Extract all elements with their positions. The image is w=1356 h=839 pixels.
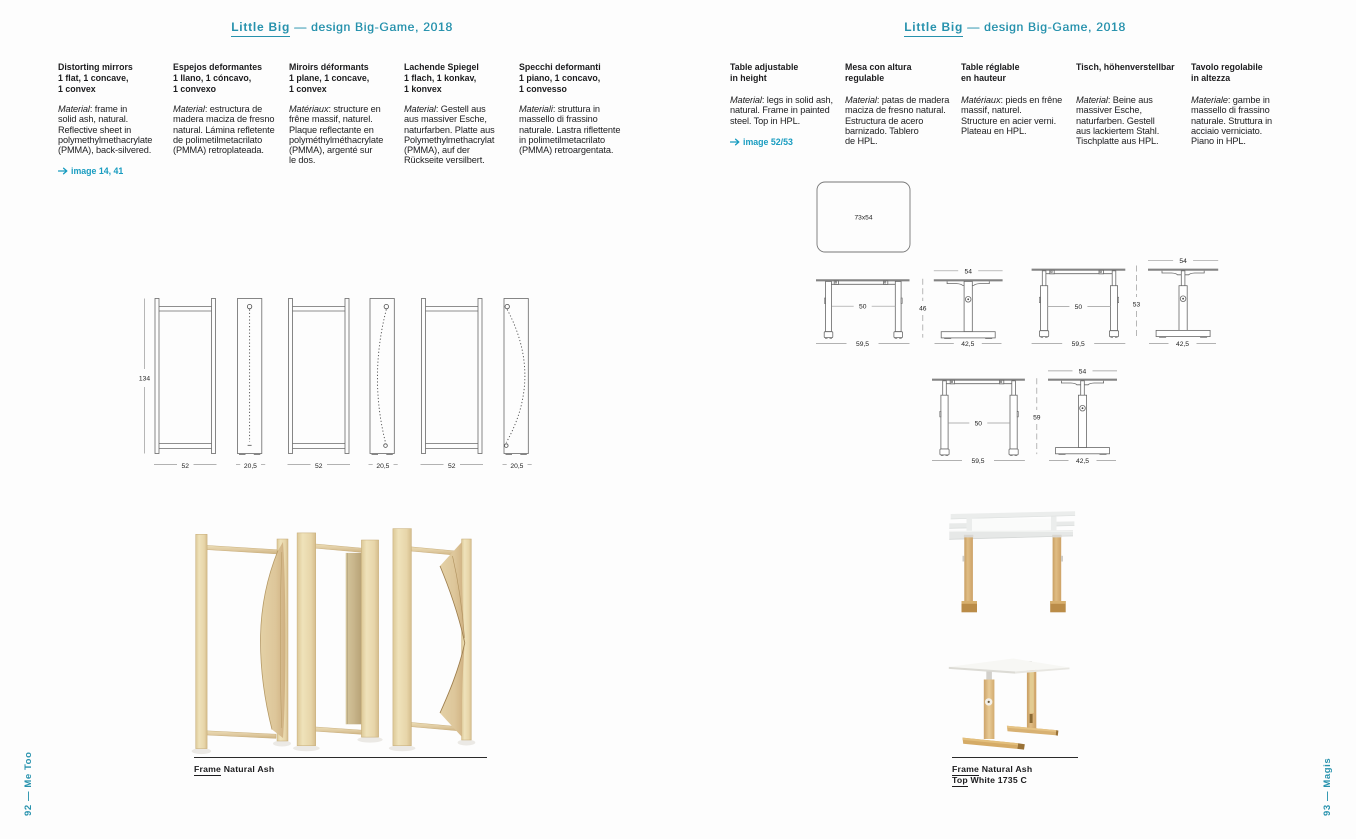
svg-text:50: 50 xyxy=(1075,304,1083,311)
svg-text:52: 52 xyxy=(315,463,323,470)
svg-text:20,5: 20,5 xyxy=(510,463,523,470)
svg-text:53: 53 xyxy=(1133,302,1141,309)
svg-text:20,5: 20,5 xyxy=(376,463,389,470)
svg-text:59,5: 59,5 xyxy=(1072,341,1085,348)
svg-text:59,5: 59,5 xyxy=(856,341,869,348)
svg-text:134: 134 xyxy=(139,376,150,383)
svg-text:52: 52 xyxy=(181,463,189,470)
svg-text:20,5: 20,5 xyxy=(244,463,257,470)
svg-text:50: 50 xyxy=(859,304,867,311)
svg-text:50: 50 xyxy=(975,421,983,428)
svg-text:52: 52 xyxy=(448,463,456,470)
svg-text:59,5: 59,5 xyxy=(971,458,984,465)
svg-text:54: 54 xyxy=(1179,258,1187,265)
svg-text:42,5: 42,5 xyxy=(961,341,974,348)
svg-text:42,5: 42,5 xyxy=(1176,341,1189,348)
svg-text:42,5: 42,5 xyxy=(1076,458,1089,465)
svg-text:54: 54 xyxy=(964,268,972,275)
svg-text:59: 59 xyxy=(1033,415,1041,422)
svg-text:46: 46 xyxy=(919,306,927,313)
svg-text:73x54: 73x54 xyxy=(855,215,873,222)
svg-text:54: 54 xyxy=(1079,368,1087,375)
